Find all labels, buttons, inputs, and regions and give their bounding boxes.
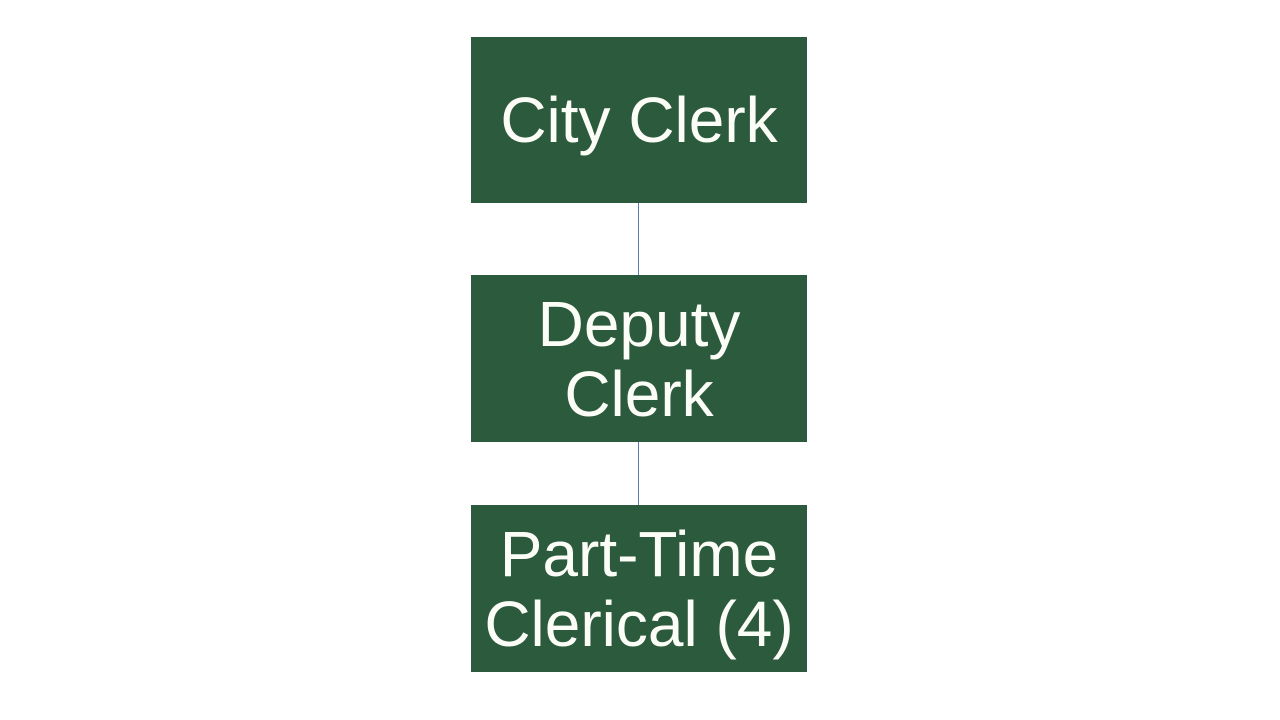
org-node-deputy-clerk-label: Deputy Clerk [537,287,741,430]
org-node-part-time-clerical-label: Part-Time Clerical (4) [484,517,794,660]
connector-city-clerk-to-deputy-clerk [637,203,639,275]
connector-deputy-clerk-to-part-time-clerical [637,442,639,505]
org-node-deputy-clerk: Deputy Clerk [471,275,807,442]
org-node-city-clerk-label: City Clerk [500,84,778,156]
org-node-city-clerk: City Clerk [471,37,807,203]
org-node-part-time-clerical: Part-Time Clerical (4) [471,505,807,672]
